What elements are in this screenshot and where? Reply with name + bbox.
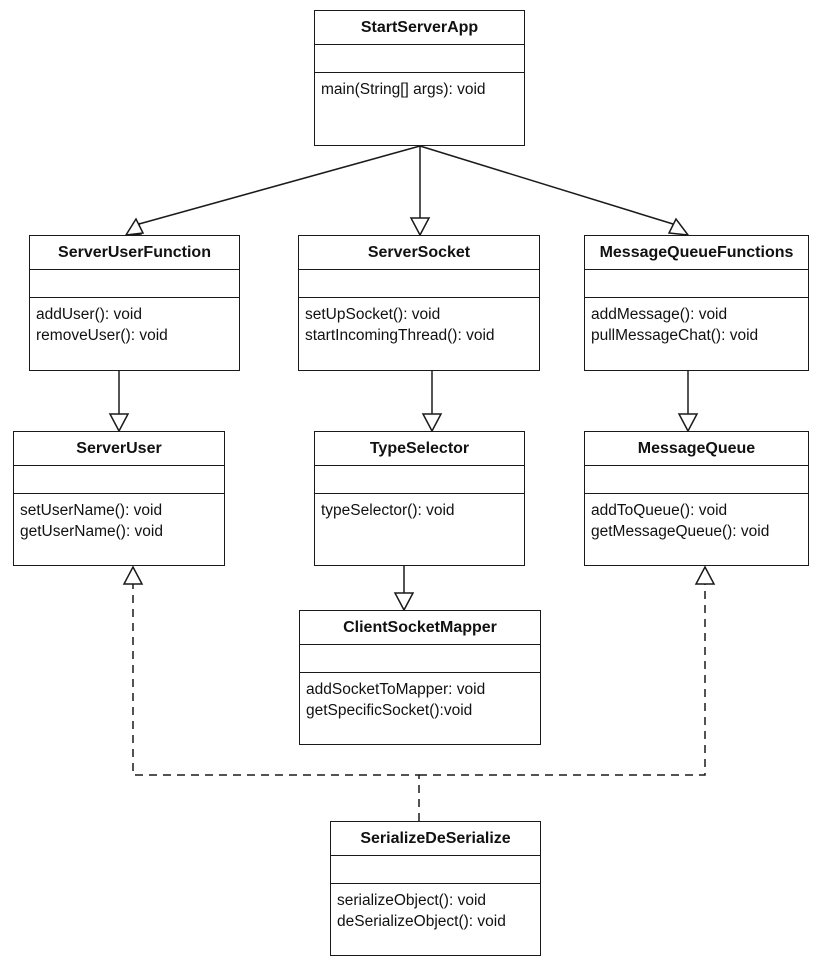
method: pullMessageChat(): void bbox=[591, 327, 759, 344]
method: getUserName(): void bbox=[20, 523, 163, 540]
generalization-arrowhead bbox=[677, 413, 699, 433]
class-name: ClientSocketMapper bbox=[300, 611, 540, 645]
attributes-compartment bbox=[315, 466, 524, 494]
class-server-user-function: ServerUserFunction addUser(): void remov… bbox=[29, 235, 240, 371]
methods-compartment: addToQueue(): void getMessageQueue(): vo… bbox=[585, 494, 808, 542]
attributes-compartment bbox=[30, 270, 239, 298]
link-startserverapp-messagequeuefunctions bbox=[419, 145, 674, 225]
methods-compartment: typeSelector(): void bbox=[315, 494, 524, 521]
class-server-socket: ServerSocket setUpSocket(): void startIn… bbox=[298, 235, 540, 371]
class-start-server-app: StartServerApp main(String[] args): void bbox=[314, 10, 525, 146]
method: main(String[] args): void bbox=[321, 81, 486, 98]
attributes-compartment bbox=[585, 466, 808, 494]
realization-arrowhead bbox=[694, 565, 716, 585]
attributes-compartment bbox=[14, 466, 224, 494]
class-name: MessageQueueFunctions bbox=[585, 236, 808, 270]
method: getMessageQueue(): void bbox=[591, 523, 770, 540]
method: removeUser(): void bbox=[36, 327, 168, 344]
generalization-arrowhead bbox=[409, 217, 431, 237]
methods-compartment: setUserName(): void getUserName(): void bbox=[14, 494, 224, 542]
generalization-arrowhead bbox=[667, 217, 690, 236]
class-name: MessageQueue bbox=[585, 432, 808, 466]
methods-compartment: addMessage(): void pullMessageChat(): vo… bbox=[585, 298, 808, 346]
attributes-compartment bbox=[315, 45, 524, 73]
methods-compartment: addUser(): void removeUser(): void bbox=[30, 298, 239, 346]
attributes-compartment bbox=[299, 270, 539, 298]
method: deSerializeObject(): void bbox=[337, 913, 506, 930]
class-type-selector: TypeSelector typeSelector(): void bbox=[314, 431, 525, 566]
class-name: SerializeDeSerialize bbox=[331, 822, 540, 856]
method: addSocketToMapper: void bbox=[306, 681, 486, 698]
class-name: ServerUserFunction bbox=[30, 236, 239, 270]
attributes-compartment bbox=[585, 270, 808, 298]
method: addUser(): void bbox=[36, 306, 142, 323]
class-message-queue: MessageQueue addToQueue(): void getMessa… bbox=[584, 431, 809, 566]
class-serialize-deserialize: SerializeDeSerialize serializeObject(): … bbox=[330, 821, 541, 956]
realization-arrowhead bbox=[122, 565, 144, 585]
method: startIncomingThread(): void bbox=[305, 327, 495, 344]
class-server-user: ServerUser setUserName(): void getUserNa… bbox=[13, 431, 225, 566]
method: serializeObject(): void bbox=[337, 892, 487, 909]
method: getSpecificSocket():void bbox=[306, 702, 473, 719]
generalization-arrowhead bbox=[393, 592, 415, 612]
class-name: ServerUser bbox=[14, 432, 224, 466]
method: typeSelector(): void bbox=[321, 502, 455, 519]
link-startserverapp-serveruserfunction bbox=[138, 145, 421, 225]
generalization-arrowhead bbox=[421, 413, 443, 433]
class-name: ServerSocket bbox=[299, 236, 539, 270]
attributes-compartment bbox=[331, 856, 540, 884]
generalization-arrowhead bbox=[124, 217, 145, 236]
methods-compartment: serializeObject(): void deSerializeObjec… bbox=[331, 884, 540, 932]
realization-line-messagequeue bbox=[419, 584, 706, 776]
realization-line-serveruser bbox=[132, 584, 420, 821]
method: addToQueue(): void bbox=[591, 502, 728, 519]
class-name: StartServerApp bbox=[315, 11, 524, 45]
class-name: TypeSelector bbox=[315, 432, 524, 466]
attributes-compartment bbox=[300, 645, 540, 673]
generalization-arrowhead bbox=[108, 413, 130, 433]
methods-compartment: setUpSocket(): void startIncomingThread(… bbox=[299, 298, 539, 346]
method: addMessage(): void bbox=[591, 306, 728, 323]
method: setUserName(): void bbox=[20, 502, 163, 519]
method: setUpSocket(): void bbox=[305, 306, 441, 323]
methods-compartment: addSocketToMapper: void getSpecificSocke… bbox=[300, 673, 540, 721]
class-message-queue-functions: MessageQueueFunctions addMessage(): void… bbox=[584, 235, 809, 371]
class-client-socket-mapper: ClientSocketMapper addSocketToMapper: vo… bbox=[299, 610, 541, 745]
methods-compartment: main(String[] args): void bbox=[315, 73, 524, 100]
